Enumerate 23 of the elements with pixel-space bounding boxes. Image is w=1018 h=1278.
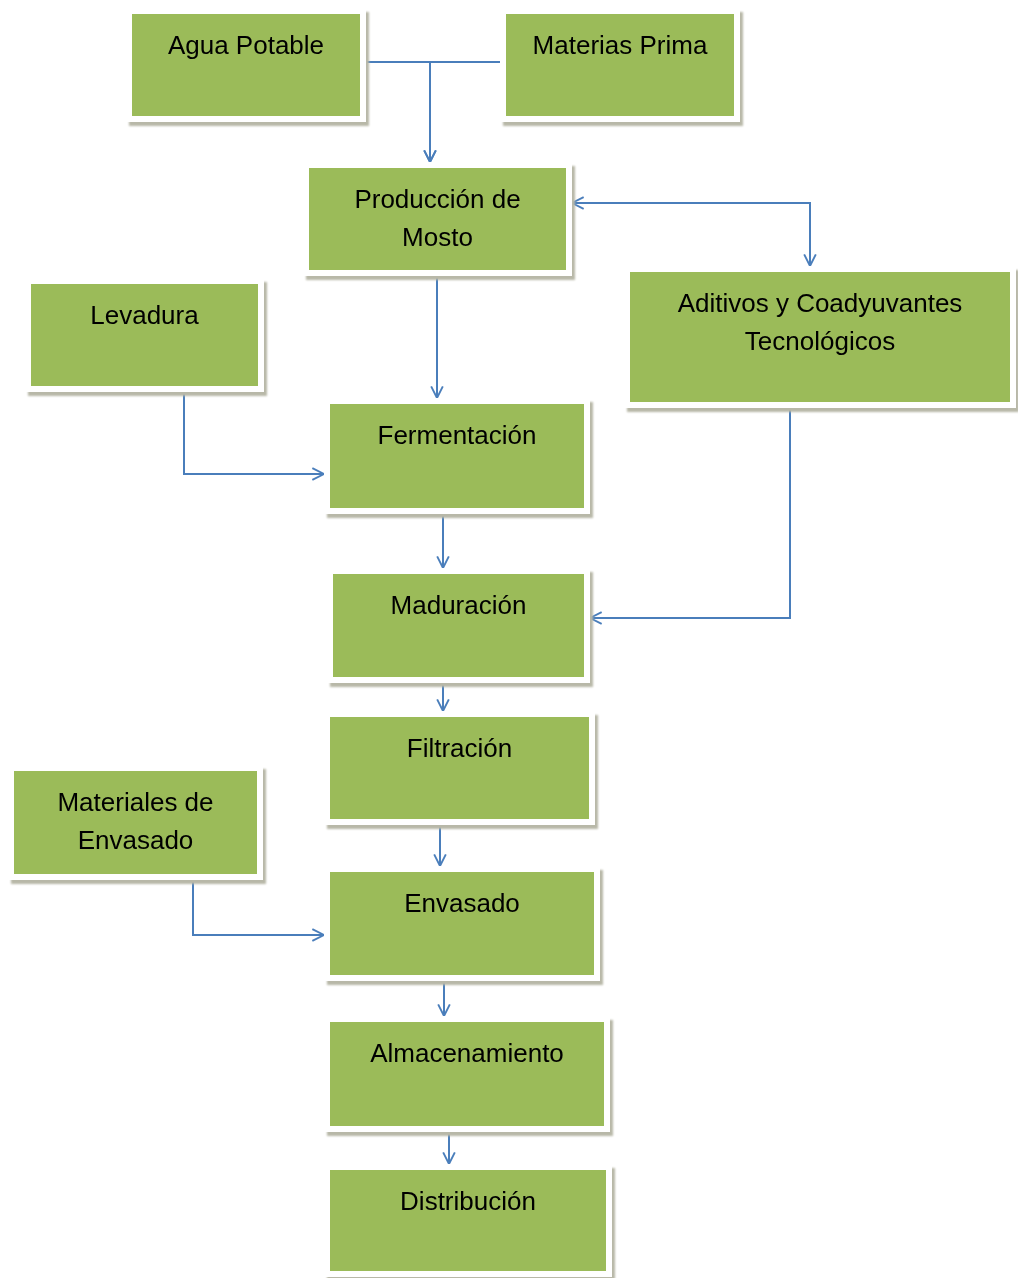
arrow: [442, 1131, 456, 1165]
arrow: [436, 682, 450, 712]
arrow: [437, 980, 451, 1017]
box-label: Distribución: [400, 1185, 536, 1218]
box-label: Almacenamiento: [370, 1037, 564, 1070]
box-label: Aditivos y Coadyuvantes Tecnológicos: [676, 287, 964, 358]
box-label: Filtración: [406, 732, 513, 765]
arrow: [423, 61, 501, 163]
box-label: Producción de Mosto: [353, 183, 522, 254]
arrow: [430, 275, 444, 399]
box-label: Materiales de Envasado: [56, 786, 215, 857]
arrow: [192, 879, 325, 942]
box-label: Materias Prima: [532, 29, 708, 62]
box-label: Agua Potable: [167, 29, 325, 62]
arrow: [436, 513, 450, 569]
arrow: [589, 407, 791, 625]
arrow: [571, 196, 817, 267]
box-label: Levadura: [90, 299, 199, 332]
box-label: Maduración: [390, 589, 527, 622]
box-label: Fermentación: [377, 419, 537, 452]
arrow: [183, 391, 325, 481]
arrow: [433, 824, 447, 867]
box-label: Envasado: [404, 887, 520, 920]
